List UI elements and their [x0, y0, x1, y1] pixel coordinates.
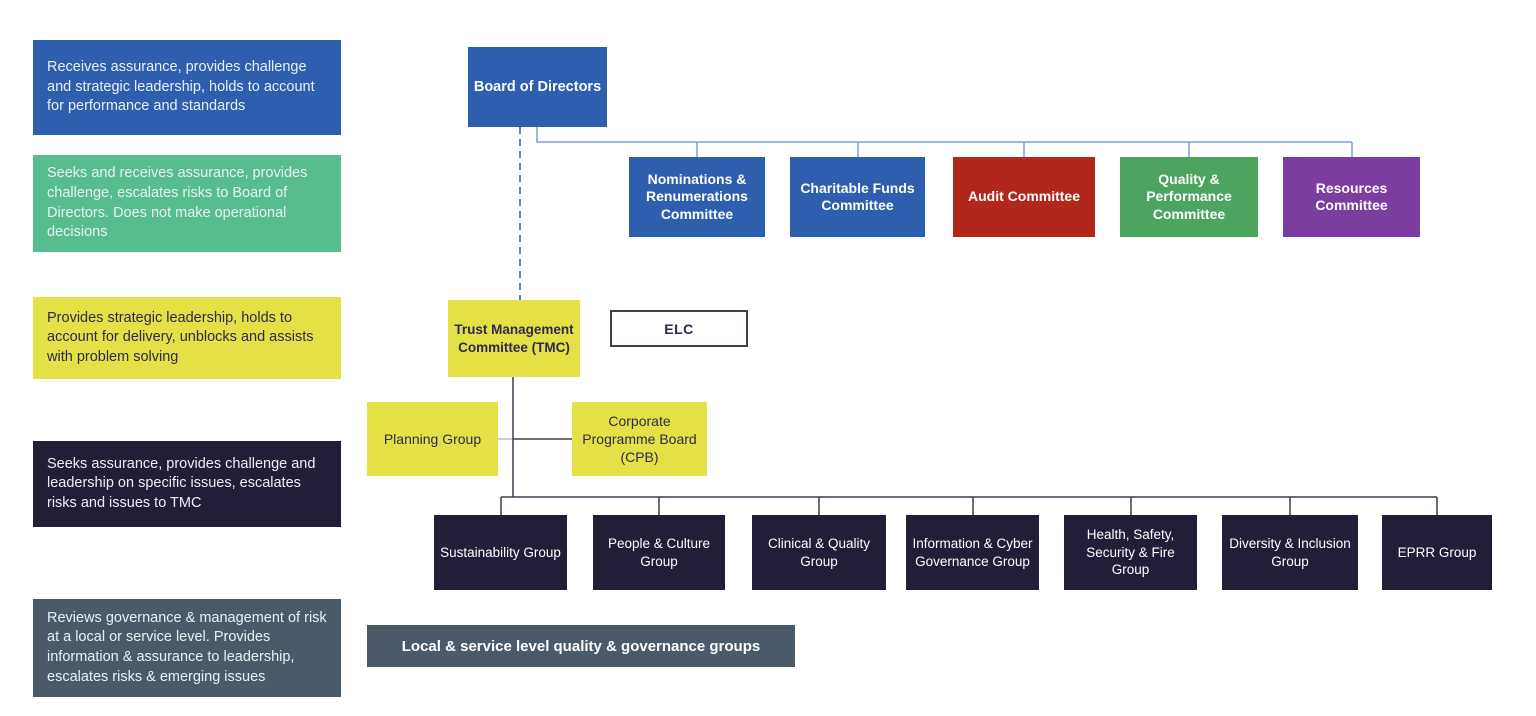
- legend-board-role: Receives assurance, provides challenge a…: [33, 40, 341, 135]
- group-people-culture: People & Culture Group: [593, 515, 725, 590]
- group-sustainability: Sustainability Group: [434, 515, 567, 590]
- legend-text: Provides strategic leadership, holds to …: [47, 309, 314, 365]
- group-diversity-inclusion: Diversity & Inclusion Group: [1222, 515, 1358, 590]
- group-eprr: EPRR Group: [1382, 515, 1492, 590]
- legend-committee-role: Seeks and receives assurance, provides c…: [33, 155, 341, 252]
- legend-local-group-role: Reviews governance & management of risk …: [33, 599, 341, 697]
- board-of-directors-box: Board of Directors: [468, 47, 607, 127]
- corporate-programme-board-box: Corporate Programme Board (CPB): [572, 402, 707, 476]
- legend-text: Reviews governance & management of risk …: [47, 609, 327, 685]
- local-service-level-groups-bar: Local & service level quality & governan…: [367, 625, 795, 667]
- board-to-committees-line: [536, 127, 1353, 157]
- elc-box: ELC: [610, 310, 748, 347]
- committee-nominations-renumerations: Nominations & Renumerations Committee: [629, 157, 765, 237]
- tmc-to-groups-line: [500, 377, 1438, 515]
- committee-audit: Audit Committee: [953, 157, 1095, 237]
- legend-text: Seeks assurance, provides challenge and …: [47, 455, 316, 511]
- committee-quality-performance: Quality & Performance Committee: [1120, 157, 1258, 237]
- legend-management-role: Provides strategic leadership, holds to …: [33, 297, 341, 379]
- group-clinical-quality: Clinical & Quality Group: [752, 515, 886, 590]
- legend-text: Seeks and receives assurance, provides c…: [47, 165, 308, 241]
- trust-management-committee-box: Trust Management Committee (TMC): [448, 300, 580, 377]
- group-health-safety-security-fire: Health, Safety, Security & Fire Group: [1064, 515, 1197, 590]
- legend-text: Receives assurance, provides challenge a…: [47, 59, 315, 115]
- legend-group-role: Seeks assurance, provides challenge and …: [33, 441, 341, 527]
- planning-group-box: Planning Group: [367, 402, 498, 476]
- committee-resources: Resources Committee: [1283, 157, 1420, 237]
- group-information-cyber-governance: Information & Cyber Governance Group: [906, 515, 1039, 590]
- committee-charitable-funds: Charitable Funds Committee: [790, 157, 925, 237]
